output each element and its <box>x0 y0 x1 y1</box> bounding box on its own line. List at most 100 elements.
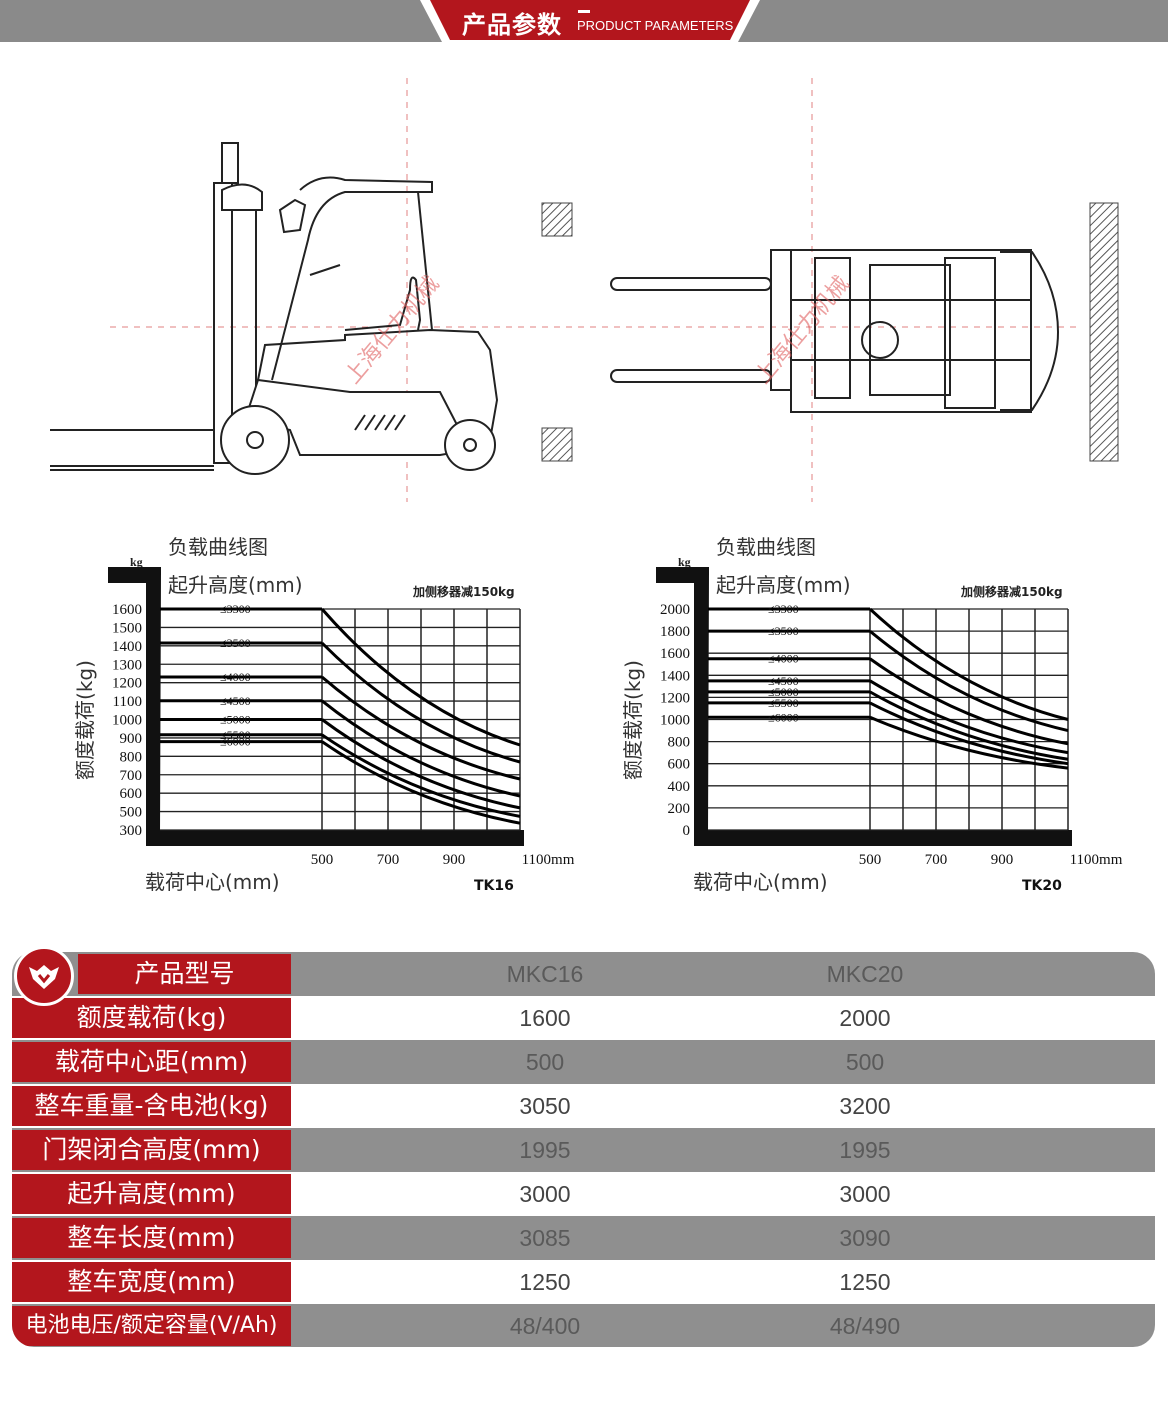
load-chart-tk20: 负载曲线图起升高度(mm)加侧移器减150kgkg200018001600140… <box>621 535 1123 894</box>
x-axis-label: 载荷中心(mm) <box>693 870 828 894</box>
side-shift-note: 加侧移器减150kg <box>960 584 1063 599</box>
y-tick-label: 1600 <box>112 602 142 618</box>
row-value: 3000 <box>519 1181 571 1207</box>
row-label: 门架闭合高度(mm) <box>12 1130 291 1170</box>
y-tick-label: 500 <box>120 805 143 821</box>
curve-label: ≤4500 <box>220 694 251 708</box>
y-tick-label: 1000 <box>660 713 690 729</box>
series-curve <box>869 715 1069 770</box>
curve-label: ≤5000 <box>220 713 251 727</box>
forklift-drawings: 上海仕力机械 上海仕力机械 <box>50 78 1119 502</box>
x-tick-label: 500 <box>311 852 334 868</box>
page-subtitle: PRODUCT PARAMETERS <box>577 18 734 33</box>
chart-axis <box>656 567 1072 846</box>
row-value: 2000 <box>839 1005 891 1031</box>
x-tick-label: 900 <box>991 852 1014 868</box>
curve-label: ≤4000 <box>220 670 251 684</box>
chart-height-label: 起升高度(mm) <box>168 573 303 597</box>
x-tick-label: 700 <box>925 852 948 868</box>
row-label: 整车宽度(mm) <box>12 1262 291 1302</box>
y-tick-label: 1400 <box>660 668 690 684</box>
row-label: 电池电压/额定容量(V/Ah) <box>12 1306 291 1346</box>
y-tick-label: 800 <box>668 735 691 751</box>
curve-label: ≤3500 <box>768 624 799 638</box>
series-curve <box>869 657 1069 746</box>
y-tick-label: 1600 <box>660 646 690 662</box>
row-value: 3090 <box>839 1225 891 1251</box>
row-value: 500 <box>525 1049 565 1075</box>
spec-table: 产品型号 MKC16 MKC20 额度载荷(kg) 1600 2000 载荷中心… <box>12 952 1155 1347</box>
y-tick-label: 900 <box>120 731 143 747</box>
y-axis-label: 额度载荷(kg) <box>73 660 97 780</box>
unit-label: kg <box>130 555 143 569</box>
y-tick-label: 0 <box>683 823 691 839</box>
load-chart-tk16: 负载曲线图起升高度(mm)加侧移器减150kgkg160015001400130… <box>73 535 575 894</box>
page-title: 产品参数 <box>462 11 562 39</box>
series-curve <box>321 675 521 781</box>
row-label: 额度载荷(kg) <box>12 998 291 1038</box>
model-2: MKC20 <box>826 961 904 987</box>
row-value: 48/400 <box>509 1313 581 1339</box>
curve-label: ≤6000 <box>768 710 799 724</box>
table-row: 门架闭合高度(mm) 1995 1995 <box>12 1128 1155 1172</box>
header-banner: 产品参数 PRODUCT PARAMETERS <box>0 0 1168 42</box>
row-value: 48/490 <box>829 1313 901 1339</box>
y-tick-label: 1200 <box>660 690 690 706</box>
x-axis-label: 载荷中心(mm) <box>145 870 280 894</box>
brand-logo-icon <box>14 946 74 1006</box>
row-label: 起升高度(mm) <box>12 1174 291 1214</box>
y-tick-label: 600 <box>668 757 691 773</box>
y-tick-label: 1800 <box>660 624 690 640</box>
x-tick-label: 900 <box>443 852 466 868</box>
row-value: 1250 <box>519 1269 571 1295</box>
x-tick-label: 700 <box>377 852 400 868</box>
table-row: 整车长度(mm) 3085 3090 <box>12 1216 1155 1260</box>
x-tick-label: 1100mm <box>522 852 575 868</box>
y-tick-label: 300 <box>120 823 143 839</box>
x-tick-label: 500 <box>859 852 882 868</box>
unit-label: kg <box>678 555 691 569</box>
y-tick-label: 1500 <box>112 620 142 636</box>
curve-label: ≤5500 <box>768 696 799 710</box>
table-row: 起升高度(mm) 3000 3000 <box>12 1172 1155 1216</box>
forklift-top-view <box>610 249 1060 413</box>
table-row: 额度载荷(kg) 1600 2000 <box>12 996 1155 1040</box>
series-curve <box>320 608 521 747</box>
curve-label: ≤4500 <box>768 674 799 688</box>
table-row: 载荷中心距(mm) 500 500 <box>12 1040 1155 1084</box>
y-tick-label: 1300 <box>112 657 142 673</box>
curve-label: ≤3300 <box>220 602 251 616</box>
chart-grid <box>708 608 1069 831</box>
series-curve <box>320 641 521 764</box>
row-value: 1995 <box>519 1137 571 1163</box>
y-tick-label: 1000 <box>112 713 142 729</box>
row-value: 3000 <box>839 1181 891 1207</box>
curve-label: ≤5500 <box>220 728 251 742</box>
series-curve <box>321 699 521 798</box>
table-row: 电池电压/额定容量(V/Ah) 48/400 48/490 <box>12 1304 1155 1347</box>
y-tick-label: 400 <box>668 779 691 795</box>
model-1: MKC16 <box>506 961 584 987</box>
y-axis-label: 额度载荷(kg) <box>621 660 645 780</box>
row-value: 500 <box>845 1049 885 1075</box>
side-shift-note: 加侧移器减150kg <box>412 584 515 599</box>
row-label: 载荷中心距(mm) <box>12 1042 291 1082</box>
curve-label: ≤5000 <box>768 685 799 699</box>
table-row: 产品型号 MKC16 MKC20 <box>12 952 1155 996</box>
y-tick-label: 1200 <box>112 676 142 692</box>
row-label: 整车长度(mm) <box>12 1218 291 1258</box>
chart-model-label: TK20 <box>1022 878 1062 894</box>
row-value: 3085 <box>519 1225 571 1251</box>
chart-title: 负载曲线图 <box>716 535 816 559</box>
series-curve <box>869 701 1069 766</box>
series-curve <box>869 690 1069 761</box>
row-value: 1600 <box>519 1005 571 1031</box>
y-tick-label: 1400 <box>112 639 142 655</box>
table-row: 整车宽度(mm) 1250 1250 <box>12 1260 1155 1304</box>
row-value: 1995 <box>839 1137 891 1163</box>
curve-label: ≤3300 <box>768 602 799 616</box>
y-tick-label: 2000 <box>660 602 690 618</box>
curve-label: ≤6000 <box>220 735 251 749</box>
curve-label: ≤4000 <box>768 652 799 666</box>
x-tick-label: 1100mm <box>1070 852 1123 868</box>
